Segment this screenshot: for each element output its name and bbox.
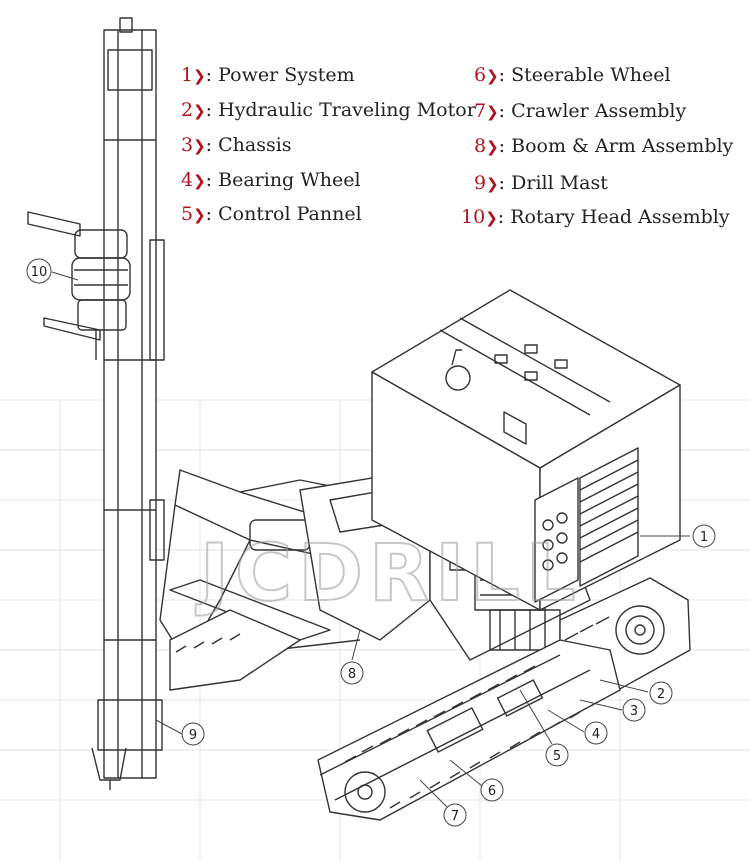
callout-2: 2 xyxy=(649,681,673,705)
legend-number: 8 xyxy=(474,135,487,157)
legend-item-10: 10❯: Rotary Head Assembly xyxy=(461,206,730,228)
chevron-right-icon: ❯ xyxy=(486,67,499,85)
callout-label: 5 xyxy=(553,749,561,764)
callout-label: 3 xyxy=(630,704,638,719)
chevron-right-icon: ❯ xyxy=(486,103,499,121)
callout-1: 1 xyxy=(692,524,716,548)
legend-label: Bearing Wheel xyxy=(218,169,361,191)
legend-number: 9 xyxy=(474,172,487,194)
legend-label: Rotary Head Assembly xyxy=(510,206,730,228)
callout-label: 9 xyxy=(189,728,197,743)
legend-item-4: 4❯: Bearing Wheel xyxy=(181,169,361,191)
callout-label: 6 xyxy=(488,784,496,799)
legend-label: Boom & Arm Assembly xyxy=(511,135,734,157)
legend-item-7: 7❯: Crawler Assembly xyxy=(474,100,687,122)
callout-3: 3 xyxy=(622,698,646,722)
legend-item-1: 1❯: Power System xyxy=(181,64,355,86)
callout-label: 7 xyxy=(451,809,459,824)
callout-9: 9 xyxy=(181,722,205,746)
legend-label: Power System xyxy=(218,64,355,86)
legend-number: 5 xyxy=(181,203,194,225)
callout-8: 8 xyxy=(340,661,364,685)
callout-label: 1 xyxy=(700,530,708,545)
callout-label: 4 xyxy=(592,727,600,742)
crawler-left xyxy=(169,609,301,691)
callout-label: 8 xyxy=(348,667,356,682)
callout-6: 6 xyxy=(480,778,504,802)
legend-item-3: 3❯: Chassis xyxy=(181,134,292,156)
legend-number: 3 xyxy=(181,134,194,156)
chevron-right-icon: ❯ xyxy=(193,67,206,85)
control-panel xyxy=(534,447,639,603)
crawler-front xyxy=(317,639,621,821)
legend-item-2: 2❯: Hydraulic Traveling Motor xyxy=(181,99,476,121)
legend-number: 6 xyxy=(474,64,487,86)
chevron-right-icon: ❯ xyxy=(193,172,206,190)
legend-item-9: 9❯: Drill Mast xyxy=(474,172,608,194)
legend-item-6: 6❯: Steerable Wheel xyxy=(474,64,671,86)
legend-label: Control Pannel xyxy=(218,203,362,225)
drill-mast xyxy=(91,17,165,790)
legend-label: Drill Mast xyxy=(511,172,608,194)
chevron-right-icon: ❯ xyxy=(486,175,499,193)
callout-7: 7 xyxy=(443,803,467,827)
legend-label: Crawler Assembly xyxy=(511,100,687,122)
legend-number: 1 xyxy=(181,64,194,86)
callout-label: 2 xyxy=(657,687,665,702)
legend-label: Hydraulic Traveling Motor xyxy=(218,99,476,121)
legend-number: 2 xyxy=(181,99,194,121)
legend-label: Chassis xyxy=(218,134,292,156)
callout-label: 10 xyxy=(31,265,48,280)
callout-5: 5 xyxy=(545,743,569,767)
watermark: JCDRILL xyxy=(195,529,582,619)
chevron-right-icon: ❯ xyxy=(193,137,206,155)
legend-item-5: 5❯: Control Pannel xyxy=(181,203,362,225)
legend-number: 4 xyxy=(181,169,194,191)
chevron-right-icon: ❯ xyxy=(486,138,499,156)
legend-number: 10 xyxy=(461,206,486,228)
chevron-right-icon: ❯ xyxy=(193,206,206,224)
callout-4: 4 xyxy=(584,721,608,745)
callout-10: 10 xyxy=(26,258,52,284)
legend-item-8: 8❯: Boom & Arm Assembly xyxy=(474,135,734,157)
leader-lines xyxy=(51,271,690,813)
legend-label: Steerable Wheel xyxy=(511,64,671,86)
chevron-right-icon: ❯ xyxy=(485,209,498,227)
rotary-head xyxy=(27,211,131,360)
legend-number: 7 xyxy=(474,100,487,122)
chevron-right-icon: ❯ xyxy=(193,102,206,120)
